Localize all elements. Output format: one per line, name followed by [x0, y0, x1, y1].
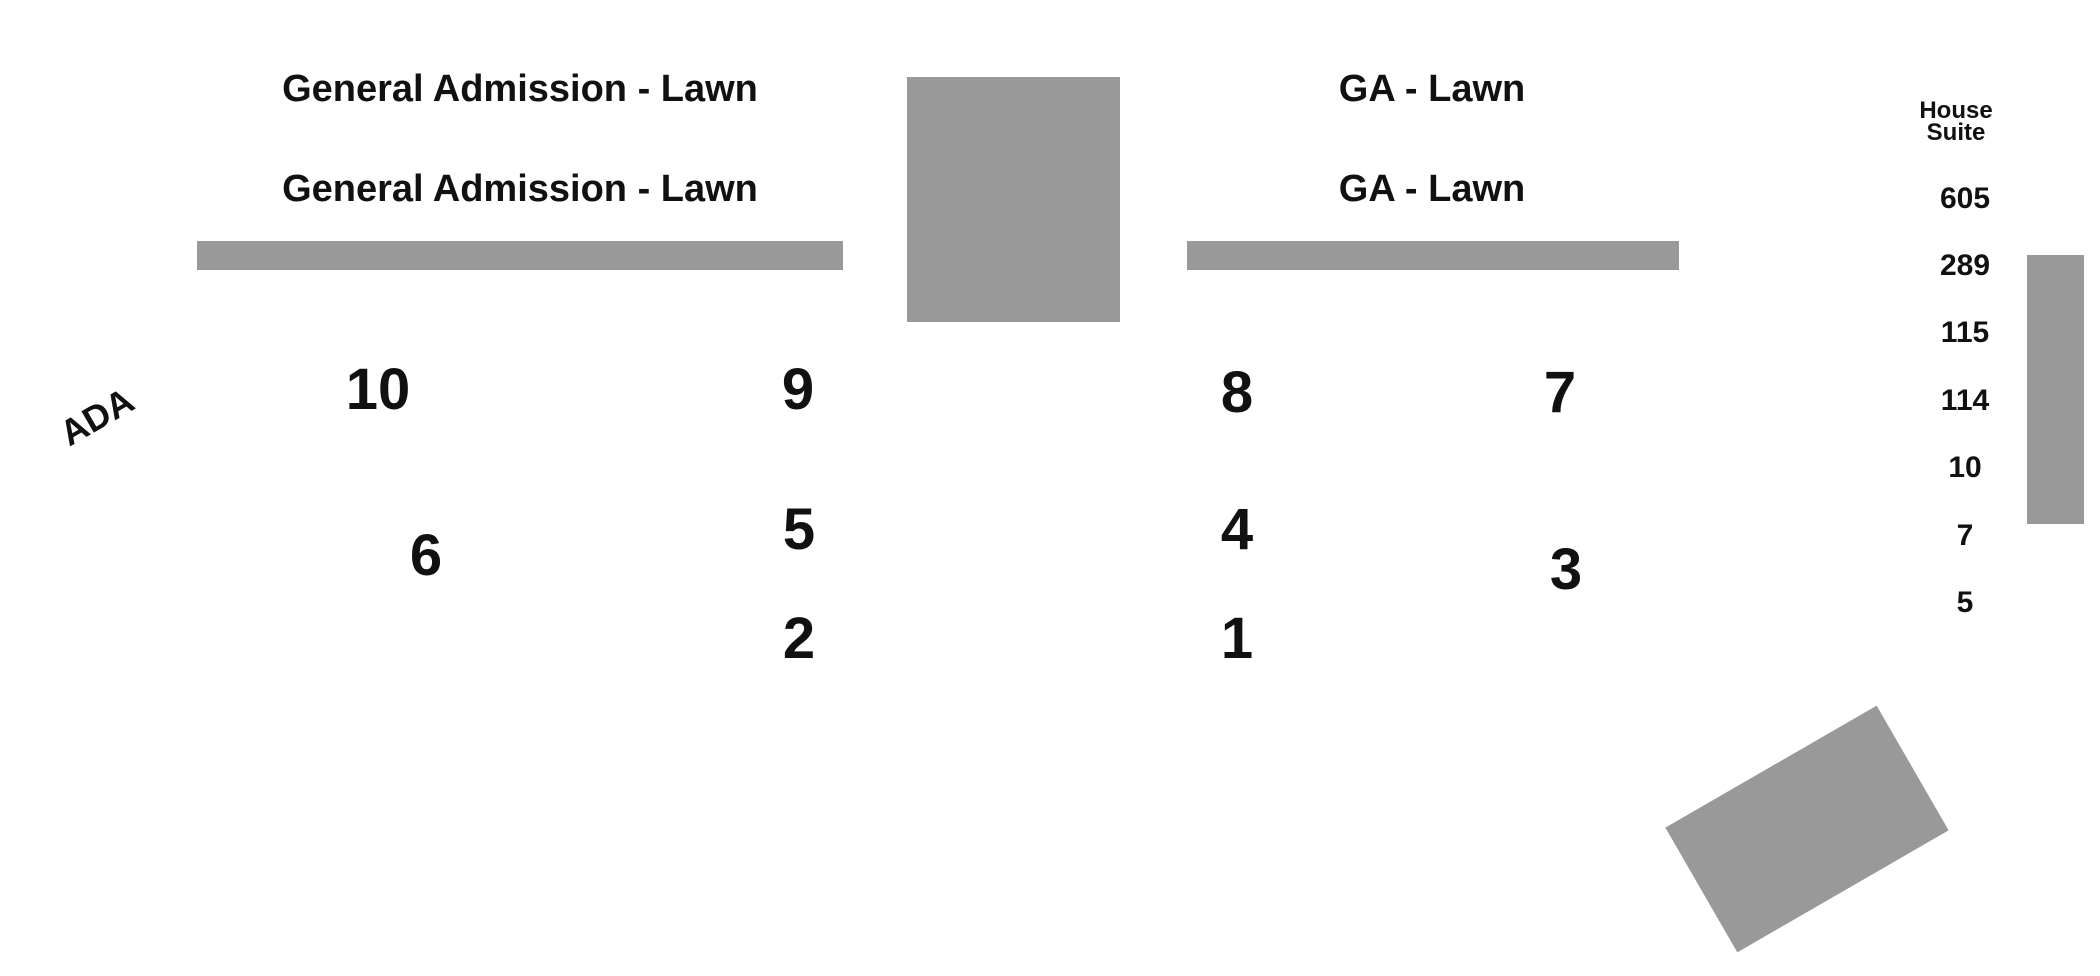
lawn-label-right-top[interactable]: GA - Lawn: [1338, 68, 1526, 110]
section-5[interactable]: 5: [782, 497, 816, 562]
house-suite-header-line2: Suite: [1926, 119, 1986, 147]
suite-289[interactable]: 289: [1939, 249, 1991, 282]
section-7[interactable]: 7: [1543, 360, 1577, 425]
suite-10[interactable]: 10: [1948, 451, 1982, 484]
ada-section-label[interactable]: ADA: [52, 379, 141, 454]
suite-structure-block: [2027, 255, 2084, 524]
suite-7[interactable]: 7: [1956, 519, 1974, 552]
section-8[interactable]: 8: [1220, 360, 1254, 425]
lawn-barrier-left: [197, 241, 843, 270]
lawn-barrier-right: [1187, 241, 1679, 270]
section-2[interactable]: 2: [782, 606, 816, 671]
section-6[interactable]: 6: [409, 523, 443, 588]
lawn-label-left-top[interactable]: General Admission - Lawn: [282, 68, 758, 110]
suite-5[interactable]: 5: [1956, 586, 1974, 619]
suite-114[interactable]: 114: [1940, 384, 1990, 417]
section-4[interactable]: 4: [1220, 497, 1254, 562]
lawn-label-left-bottom[interactable]: General Admission - Lawn: [282, 168, 758, 210]
stage-block: [1665, 705, 1949, 953]
house-suite-header-line1: House: [1919, 97, 1993, 124]
sound-booth-block: [907, 77, 1120, 322]
suite-115[interactable]: 115: [1940, 316, 1990, 349]
house-suite-header: House Suite: [1919, 97, 1993, 147]
section-1[interactable]: 1: [1220, 606, 1254, 671]
lawn-label-right-bottom[interactable]: GA - Lawn: [1338, 168, 1526, 210]
section-3[interactable]: 3: [1549, 537, 1583, 602]
section-10[interactable]: 10: [345, 357, 411, 422]
section-9[interactable]: 9: [781, 357, 815, 422]
suite-605[interactable]: 605: [1939, 182, 1991, 215]
